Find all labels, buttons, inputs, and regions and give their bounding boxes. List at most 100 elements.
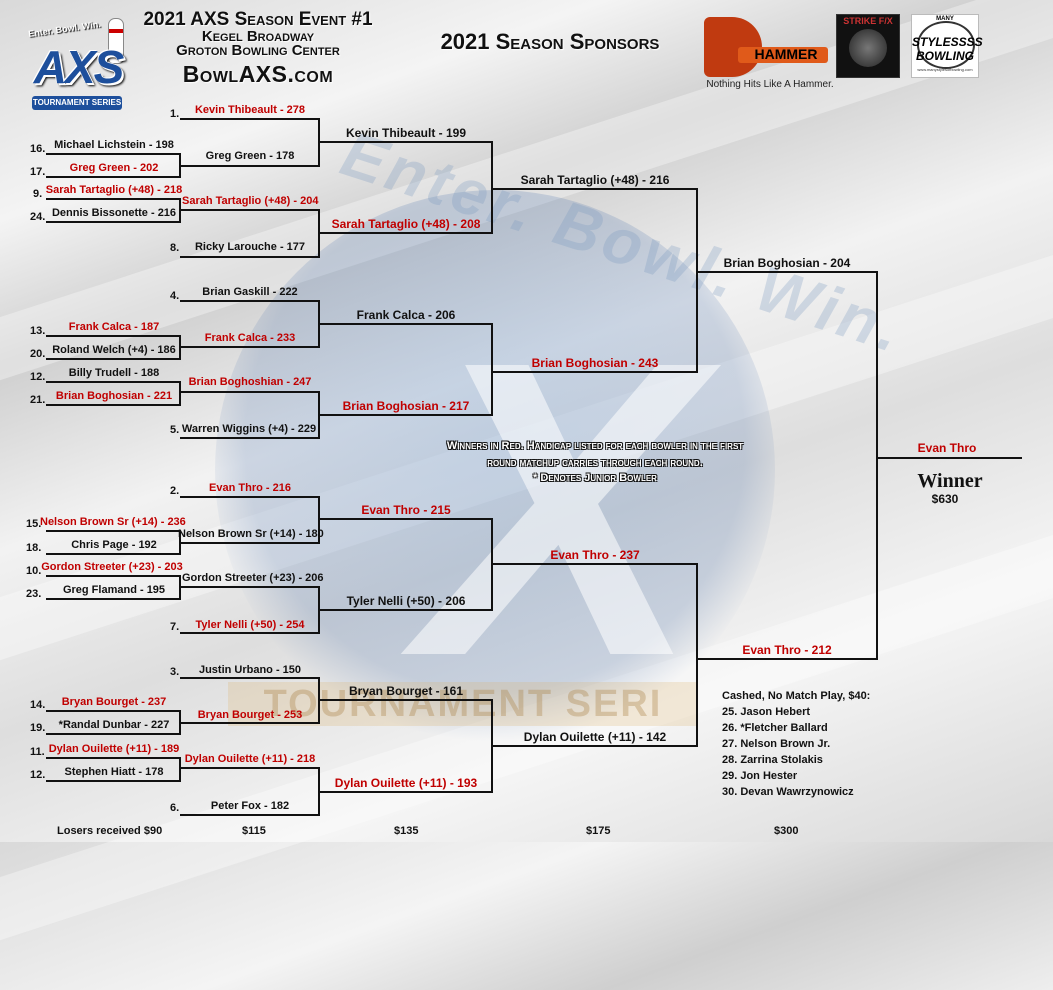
seed-number: 18. bbox=[26, 542, 42, 554]
bowler-entry-winner: Tyler Nelli (+50) - 254 bbox=[195, 619, 305, 631]
legend-note-line1: Winners in Red. Handicap listed for each… bbox=[446, 440, 744, 452]
payout-round1: Losers received $90 bbox=[57, 825, 163, 837]
bowler-entry-winner: Evan Thro - 237 bbox=[550, 548, 640, 562]
seed-number: 14. bbox=[30, 699, 46, 711]
bowler-entry-winner: Kevin Thibeault - 278 bbox=[194, 104, 306, 116]
seed-number: 4. bbox=[170, 290, 180, 302]
bowler-entry: Gordon Streeter (+23) - 206 bbox=[182, 572, 324, 584]
seed-number: 2. bbox=[170, 485, 180, 497]
cashed-entry: 25. Jason Hebert bbox=[722, 706, 811, 718]
axs-logo: Enter. Bowl. Win. AXS TOURNAMENT SERIES bbox=[22, 18, 134, 116]
many-styles-logo: MANY STYLESSSS BOWLING www.manystylesofb… bbox=[911, 14, 983, 78]
hammer-name: HAMMER bbox=[754, 46, 818, 62]
cashed-entry: 30. Devan Wawrzynowicz bbox=[722, 786, 854, 798]
payout-round4: $175 bbox=[586, 825, 611, 837]
seed-number: 24. bbox=[30, 211, 46, 223]
bowler-entry-winner: Brian Boghosian - 243 bbox=[531, 356, 659, 370]
seed-number: 1. bbox=[170, 108, 180, 120]
watermark-circle bbox=[215, 190, 775, 750]
logo-series: TOURNAMENT SERIES bbox=[32, 96, 122, 110]
seed-number: 10. bbox=[26, 565, 42, 577]
bowler-entry-winner: Evan Thro - 215 bbox=[361, 503, 451, 517]
cashed-title: Cashed, No Match Play, $40: bbox=[722, 690, 871, 702]
bowler-entry-winner: Sarah Tartaglio (+48) - 218 bbox=[45, 184, 183, 196]
many-top: MANY bbox=[936, 16, 954, 22]
bowler-entry-winner: Greg Green - 202 bbox=[69, 162, 159, 174]
bowler-entry: Dylan Ouilette (+11) - 142 bbox=[523, 730, 667, 744]
logo-text: AXS bbox=[33, 41, 125, 93]
bowler-entry: Tyler Nelli (+50) - 206 bbox=[346, 594, 466, 608]
cashed-entry: 29. Jon Hester bbox=[722, 770, 798, 782]
event-title: 2021 AXS Season Event #1 bbox=[143, 9, 373, 30]
cashed-entry: 26. *Fletcher Ballard bbox=[722, 722, 828, 734]
bowler-entry-winner: Dylan Ouilette (+11) - 218 bbox=[184, 753, 316, 765]
seed-number: 13. bbox=[30, 325, 46, 337]
seed-number: 12. bbox=[30, 371, 46, 383]
seed-number: 3. bbox=[170, 666, 180, 678]
bowler-entry-winner: Frank Calca - 187 bbox=[68, 321, 160, 333]
sponsors-title: 2021 Season Sponsors bbox=[440, 29, 660, 54]
bowler-entry-winner: Brian Boghosian - 217 bbox=[342, 399, 470, 413]
event-website: BowlAXS.com bbox=[182, 61, 334, 87]
cashed-entry: 28. Zarrina Stolakis bbox=[722, 754, 823, 766]
seed-number: 11. bbox=[30, 746, 45, 758]
watermark-logo-x: X bbox=[420, 275, 701, 744]
bowler-entry-winner: Gordon Streeter (+23) - 203 bbox=[41, 561, 183, 573]
many-name: STYLESSSS BOWLING bbox=[912, 35, 983, 63]
many-url: www.manystylesofbowling.com bbox=[917, 67, 973, 72]
bowler-entry: Stephen Hiatt - 178 bbox=[64, 766, 164, 778]
skull-icon bbox=[849, 29, 887, 67]
event-pattern: Kegel Broadway bbox=[201, 28, 315, 45]
payout-round2: $115 bbox=[242, 825, 266, 837]
bowler-entry-winner: Brian Boghoshian - 247 bbox=[188, 376, 312, 388]
cashed-entry: 27. Nelson Brown Jr. bbox=[722, 738, 831, 750]
seed-number: 17. bbox=[30, 166, 46, 178]
winner-label: Winner bbox=[917, 470, 983, 492]
bowler-entry-winner: Sarah Tartaglio (+48) - 208 bbox=[331, 217, 481, 231]
bowler-entry: Roland Welch (+4) - 186 bbox=[52, 344, 176, 356]
bowler-entry-winner: Evan Thro - 212 bbox=[742, 643, 832, 657]
winner-prize: $630 bbox=[931, 492, 959, 506]
seed-number: 9. bbox=[33, 188, 43, 200]
bowler-entry: Billy Trudell - 188 bbox=[68, 367, 160, 379]
bowler-entry: Brian Boghosian - 204 bbox=[723, 256, 851, 270]
bowler-entry: Ricky Larouche - 177 bbox=[194, 241, 306, 253]
bowling-pin-icon bbox=[108, 18, 124, 64]
hammer-slogan: Nothing Hits Like A Hammer. bbox=[706, 79, 834, 90]
legend-note-line3: * Denotes Junior Bowler bbox=[533, 472, 657, 484]
bowler-entry: Justin Urbano - 150 bbox=[198, 664, 302, 676]
bowler-entry: Dennis Bissonette - 216 bbox=[51, 207, 177, 219]
bowler-entry: Brian Gaskill - 222 bbox=[202, 286, 298, 298]
bowler-entry-winner: Nelson Brown Sr (+14) - 236 bbox=[40, 516, 186, 528]
bowler-entry-winner: Bryan Bourget - 253 bbox=[197, 709, 303, 721]
seed-number: 12. bbox=[30, 769, 46, 781]
bowler-entry: Michael Lichstein - 198 bbox=[54, 139, 174, 151]
event-venue: Groton Bowling Center bbox=[176, 42, 340, 59]
seed-number: 8. bbox=[170, 242, 180, 254]
legend-note-line2: round matchup carries through each round… bbox=[487, 457, 703, 469]
bowler-entry: Kevin Thibeault - 199 bbox=[345, 126, 467, 140]
seed-number: 15. bbox=[26, 518, 42, 530]
hammer-logo: HAMMER Nothing Hits Like A Hammer. bbox=[700, 13, 834, 91]
seed-number: 6. bbox=[170, 802, 180, 814]
bowler-entry-winner: Evan Thro - 216 bbox=[209, 482, 291, 494]
seed-number: 16. bbox=[30, 143, 46, 155]
seed-number: 7. bbox=[170, 621, 180, 633]
seed-number: 21. bbox=[30, 394, 46, 406]
bowler-entry: *Randal Dunbar - 227 bbox=[58, 719, 170, 731]
bowler-entry: Nelson Brown Sr (+14) - 180 bbox=[178, 528, 324, 540]
logo-tagline: Enter. Bowl. Win. bbox=[27, 18, 102, 40]
bowler-entry-winner: Dylan Ouilette (+11) - 193 bbox=[334, 776, 478, 790]
seed-number: 5. bbox=[170, 424, 180, 436]
bowler-entry: Warren Wiggins (+4) - 229 bbox=[181, 423, 317, 435]
bowler-entry: Bryan Bourget - 161 bbox=[348, 684, 464, 698]
bowler-entry: Chris Page - 192 bbox=[71, 539, 157, 551]
seed-number: 19. bbox=[30, 722, 46, 734]
payout-round5: $300 bbox=[774, 825, 799, 837]
strike-fx-logo: STRIKE F/X bbox=[836, 14, 900, 78]
seed-number: 23. bbox=[26, 588, 42, 600]
seed-number: 20. bbox=[30, 348, 46, 360]
bowler-entry-winner: Brian Boghosian - 221 bbox=[55, 390, 173, 402]
bowler-entry: Frank Calca - 206 bbox=[356, 308, 456, 322]
strike-fx-name: STRIKE F/X bbox=[843, 16, 893, 26]
